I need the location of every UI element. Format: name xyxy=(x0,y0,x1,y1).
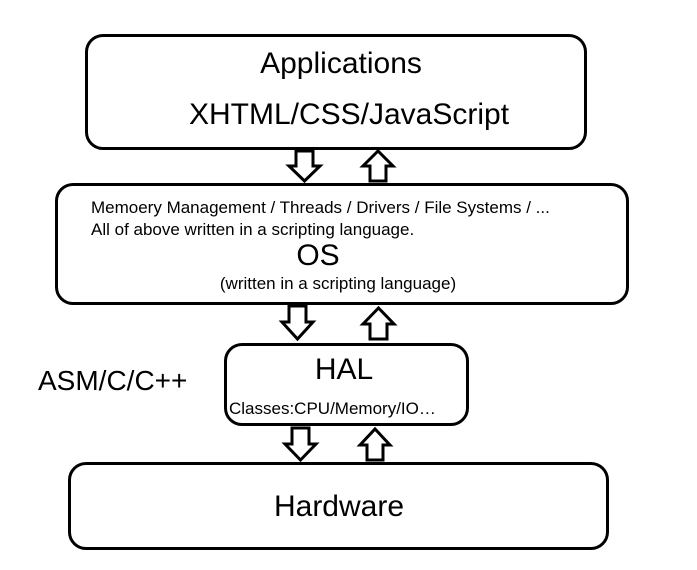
hal-to-hardware-down-arrow xyxy=(281,426,320,463)
os-to-hal-down-arrow xyxy=(278,304,317,342)
hal-box xyxy=(224,343,469,426)
app-to-os-down-arrow xyxy=(285,149,324,184)
hardware-title: Hardware xyxy=(273,490,405,523)
hardware-box xyxy=(68,462,609,550)
applications-box xyxy=(85,34,587,150)
applications-languages: XHTML/CSS/JavaScript xyxy=(188,98,510,131)
os-to-app-up-arrow xyxy=(359,148,397,183)
hal-title: HAL xyxy=(314,353,374,386)
os-title: OS xyxy=(296,239,340,272)
applications-title: Applications xyxy=(260,47,422,80)
hal-classes: Classes:CPU/Memory/IO… xyxy=(229,399,436,418)
hal-side-label: ASM/C/C++ xyxy=(38,365,188,396)
os-components-text: Memoery Management / Threads / Drivers /… xyxy=(91,198,550,217)
hardware-to-hal-up-arrow xyxy=(356,426,394,462)
os-box xyxy=(55,183,629,305)
os-scripting-note: All of above written in a scripting lang… xyxy=(91,220,415,239)
os-subtitle: (written in a scripting language) xyxy=(219,274,457,293)
hal-to-os-up-arrow xyxy=(359,305,398,341)
